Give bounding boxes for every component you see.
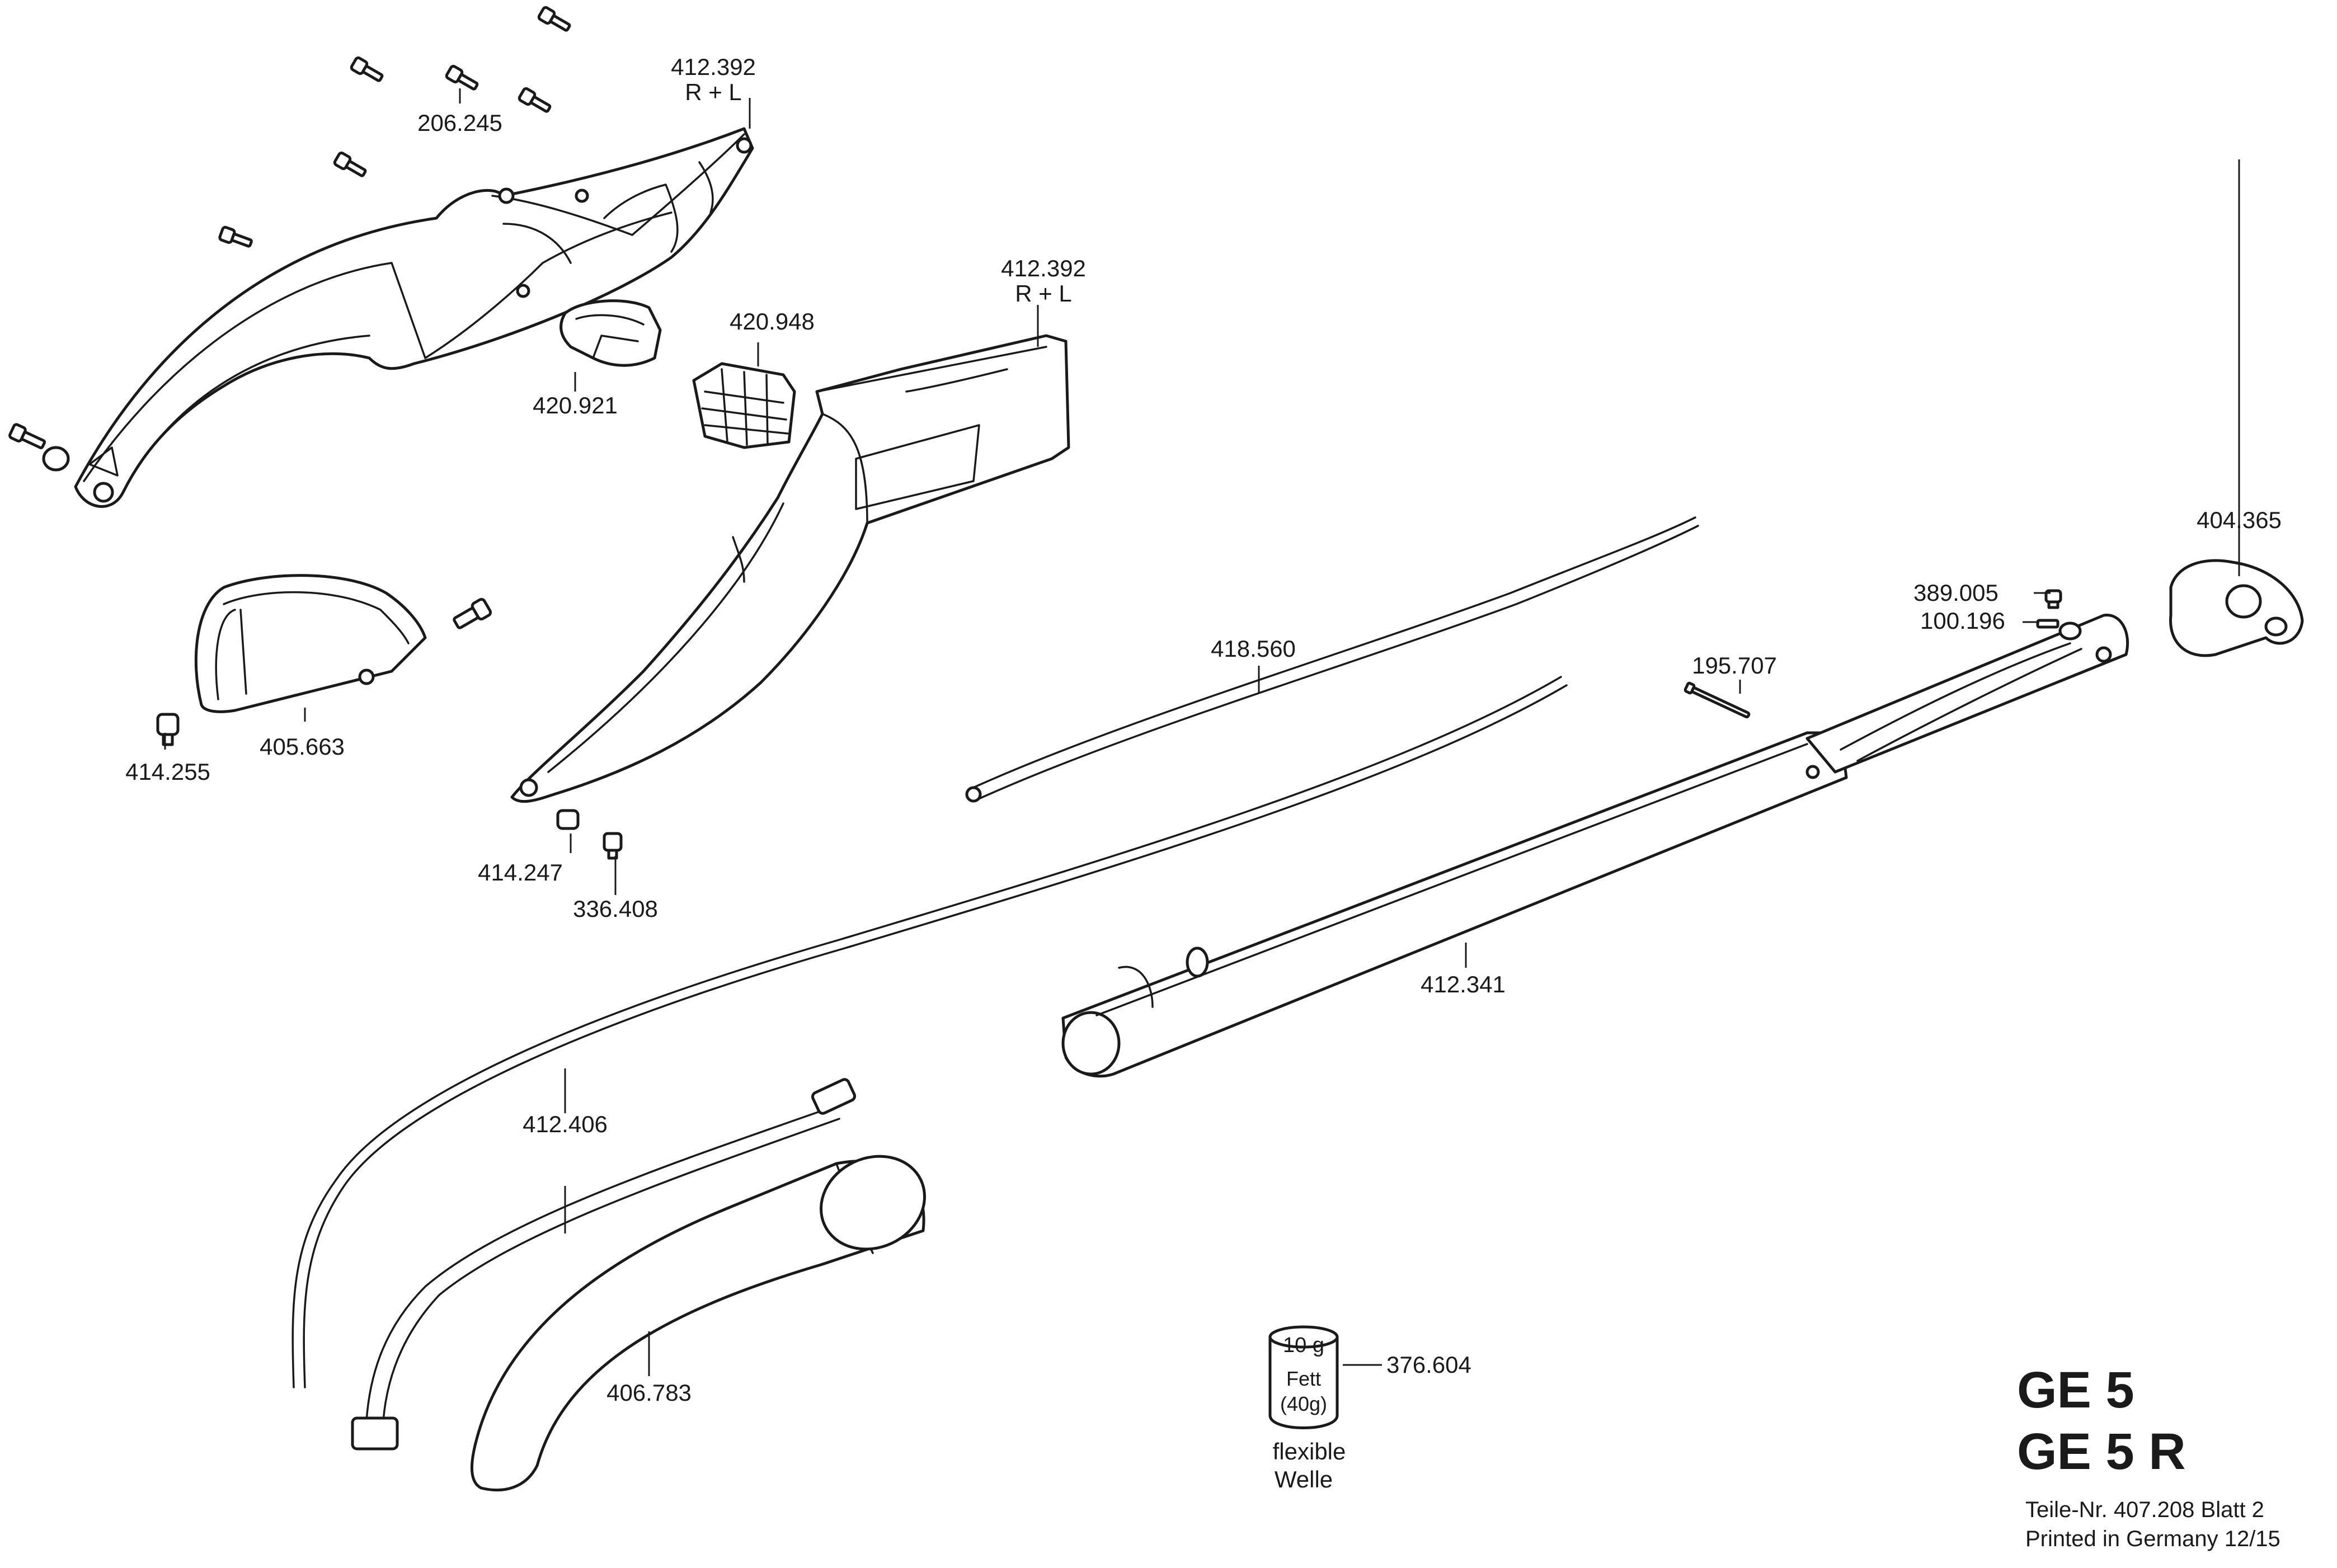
part-404365 <box>2169 559 2304 657</box>
leader-lines <box>164 88 2240 1376</box>
label-405663: 405.663 <box>260 733 345 760</box>
label-420921: 420.921 <box>533 392 618 418</box>
label-206245: 206.245 <box>417 110 502 136</box>
label-389005: 389.005 <box>1913 580 1999 606</box>
label-336408: 336.408 <box>573 896 658 922</box>
drive-cable <box>351 1078 857 1451</box>
grease-weight: 10 g <box>1283 1334 1324 1357</box>
part-420921 <box>559 299 662 367</box>
caption-welle: Welle <box>1274 1466 1333 1492</box>
label-195707: 195.707 <box>1692 652 1777 679</box>
label-412406: 412.406 <box>523 1111 608 1137</box>
screw-group-206245 <box>8 6 571 472</box>
label-404365: 404.365 <box>2197 507 2282 533</box>
label-406783: 406.783 <box>606 1379 692 1406</box>
handle-shell-lower <box>510 334 1070 803</box>
grease-name: Fett <box>1286 1367 1322 1390</box>
label-rl-lower: R + L <box>1015 280 1072 307</box>
footer-printed: Printed in Germany 12/15 <box>2025 1527 2280 1551</box>
label-412392-lower: 412.392 <box>1001 255 1086 281</box>
label-rl-upper: R + L <box>685 79 742 105</box>
part-406783 <box>470 1155 926 1492</box>
label-418560: 418.560 <box>1211 635 1296 662</box>
grease-tin <box>1268 1325 1339 1429</box>
label-412341: 412.341 <box>1421 971 1506 997</box>
footer-part-number: Teile-Nr. 407.208 Blatt 2 <box>2025 1498 2264 1522</box>
part-412341 <box>1061 731 1848 1078</box>
caption-flexible: flexible <box>1272 1438 1346 1465</box>
label-420948: 420.948 <box>730 308 815 335</box>
part-412406 <box>291 676 1568 1388</box>
grease-amount: (40g) <box>1280 1392 1328 1415</box>
model-title-ge5r: GE 5 R <box>2017 1423 2186 1480</box>
small-parts <box>156 589 2062 860</box>
label-414247: 414.247 <box>478 859 563 886</box>
model-title-ge5: GE 5 <box>2017 1362 2134 1419</box>
handle-shell-upper <box>74 127 754 508</box>
tube-head <box>1805 614 2129 774</box>
part-420948 <box>692 362 796 449</box>
part-418560 <box>965 516 1699 803</box>
label-100196: 100.196 <box>1920 608 2005 634</box>
label-376604: 376.604 <box>1386 1352 1471 1378</box>
label-412392-upper: 412.392 <box>671 54 756 80</box>
label-414255: 414.255 <box>125 759 210 785</box>
part-405663 <box>194 574 427 713</box>
